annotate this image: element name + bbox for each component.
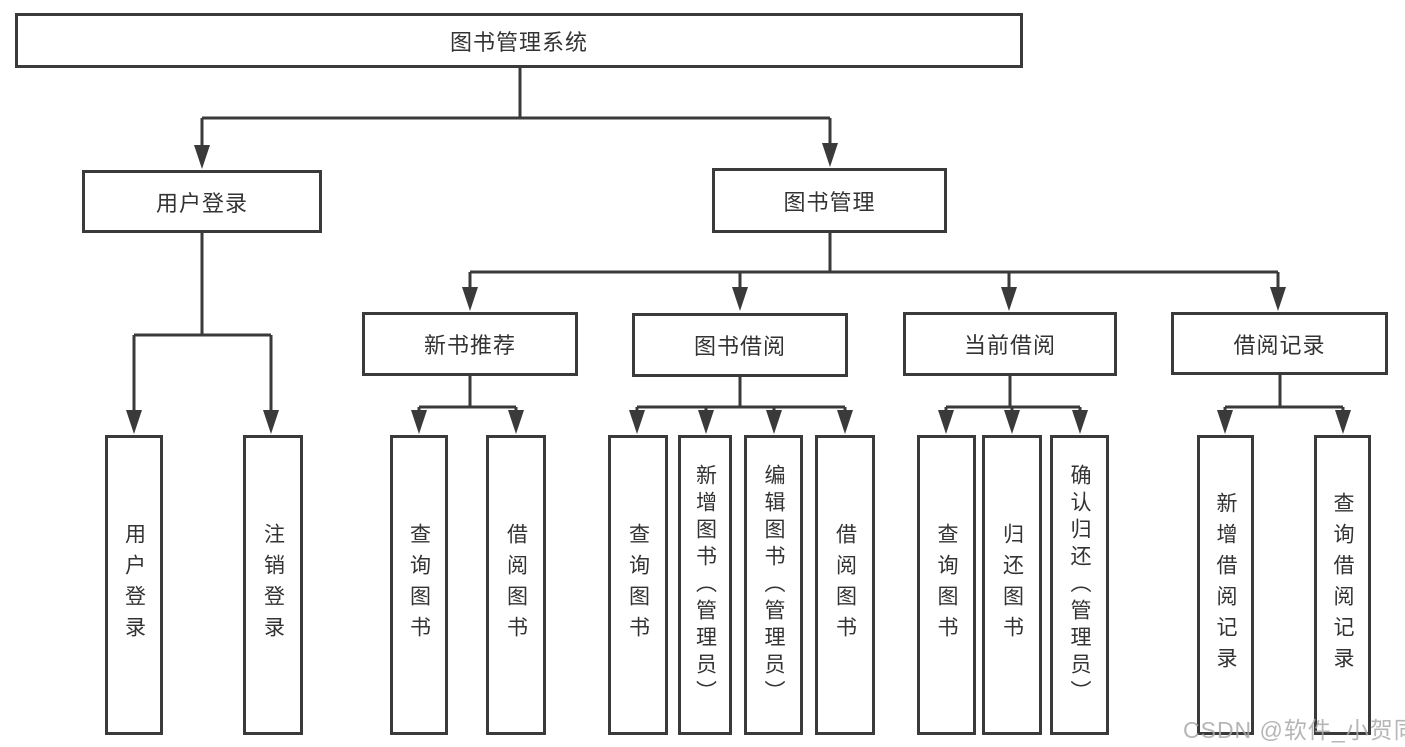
leaf-borrowing-edit-books-admin: 编辑图书（管理员） bbox=[744, 435, 803, 735]
leaf-recommend-query-books: 查询图书 bbox=[390, 435, 448, 735]
leaf-borrowing-add-books-admin: 新增图书（管理员） bbox=[678, 435, 732, 735]
leaf-records-query-record: 查询借阅记录 bbox=[1314, 435, 1371, 735]
node-new-book-recommend: 新书推荐 bbox=[362, 312, 578, 376]
leaf-borrowing-query-books: 查询图书 bbox=[608, 435, 668, 735]
csdn-watermark: CSDN @软件_小贺同学 bbox=[1183, 717, 1405, 743]
node-book-management: 图书管理 bbox=[712, 168, 947, 233]
leaf-records-add-record: 新增借阅记录 bbox=[1197, 435, 1254, 735]
node-borrowing-records: 借阅记录 bbox=[1171, 312, 1388, 375]
node-current-borrowing: 当前借阅 bbox=[903, 312, 1117, 376]
node-book-borrowing: 图书借阅 bbox=[632, 313, 848, 377]
leaf-borrowing-borrow-books: 借阅图书 bbox=[815, 435, 875, 735]
leaf-current-confirm-return-admin: 确认归还（管理员） bbox=[1050, 435, 1109, 735]
leaf-current-return-books: 归还图书 bbox=[982, 435, 1042, 735]
node-user-login: 用户登录 bbox=[82, 170, 322, 233]
leaf-user-login: 用户登录 bbox=[105, 435, 163, 735]
leaf-current-query-books: 查询图书 bbox=[917, 435, 976, 735]
leaf-logout: 注销登录 bbox=[243, 435, 303, 735]
node-book-management-system: 图书管理系统 bbox=[15, 13, 1023, 68]
leaf-recommend-borrow-books: 借阅图书 bbox=[486, 435, 546, 735]
